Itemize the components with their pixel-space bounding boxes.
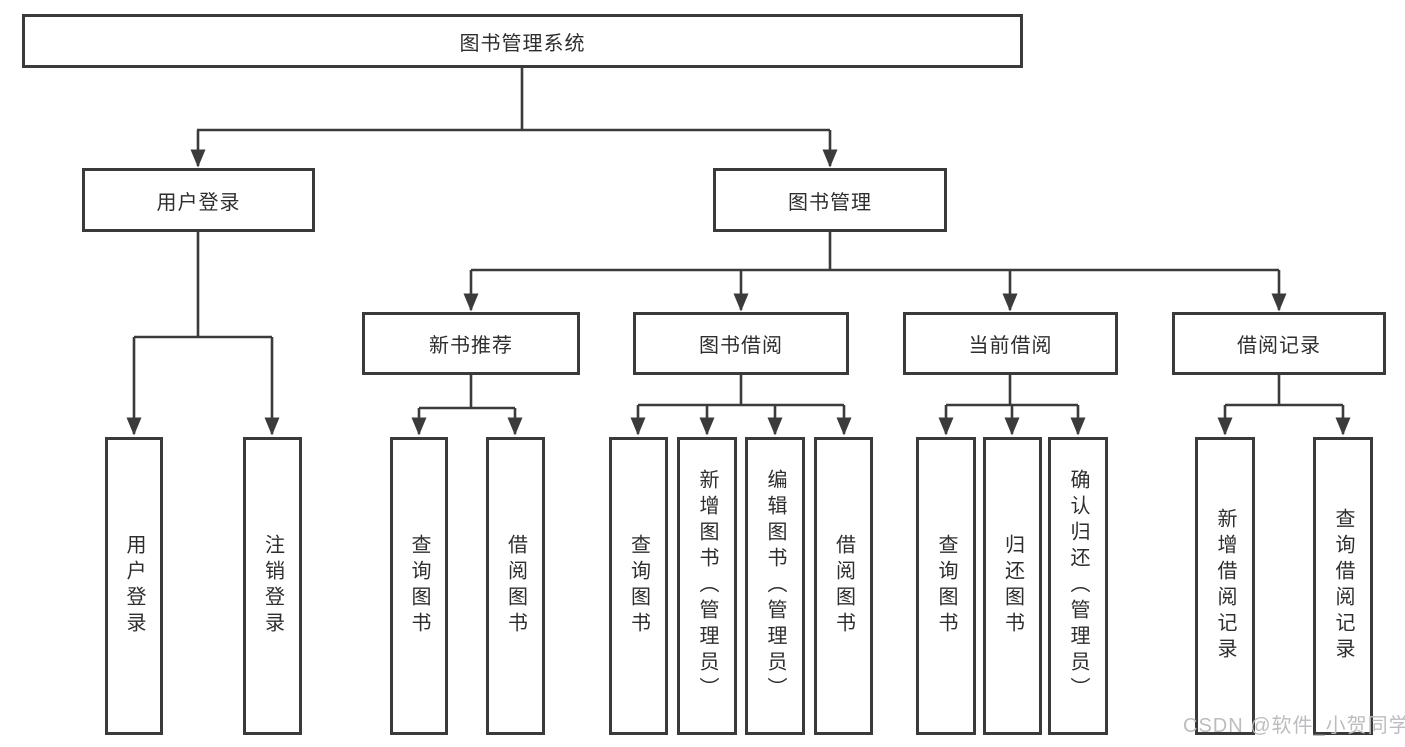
- leaf-query-books-current: 查询图书: [916, 437, 976, 735]
- leaf-add-books-admin: 新增图书（管理员）: [677, 437, 737, 735]
- leaf-query-borrow-record-label: 查询借阅记录: [1332, 508, 1354, 664]
- leaf-query-books-recommend-label: 查询图书: [408, 534, 430, 638]
- node-library-management-system: 图书管理系统: [22, 14, 1023, 68]
- node-borrowing-records: 借阅记录: [1172, 312, 1386, 375]
- leaf-query-borrow-record: 查询借阅记录: [1313, 437, 1373, 735]
- leaf-logout-label: 注销登录: [261, 534, 284, 638]
- leaf-query-books-borrowing: 查询图书: [609, 437, 668, 735]
- leaf-edit-books-admin: 编辑图书（管理员）: [745, 437, 805, 735]
- leaf-query-books-recommend: 查询图书: [390, 437, 448, 735]
- node-new-book-recommendation: 新书推荐: [362, 312, 580, 375]
- leaf-edit-books-admin-label: 编辑图书（管理员）: [764, 469, 786, 703]
- leaf-query-books-current-label: 查询图书: [935, 534, 957, 638]
- leaf-add-borrow-record-label: 新增借阅记录: [1214, 508, 1236, 664]
- leaf-borrow-books-recommend: 借阅图书: [486, 437, 545, 735]
- leaf-borrow-books-borrowing: 借阅图书: [814, 437, 873, 735]
- leaf-return-books-label: 归还图书: [1001, 534, 1024, 638]
- node-current-borrowing: 当前借阅: [903, 312, 1118, 375]
- leaf-add-books-admin-label: 新增图书（管理员）: [696, 469, 718, 703]
- leaf-borrow-books-borrowing-label: 借阅图书: [832, 534, 855, 638]
- leaf-logout: 注销登录: [243, 437, 302, 735]
- watermark: CSDN @软件_小贺同学: [1183, 715, 1405, 737]
- leaf-user-login-label: 用户登录: [123, 534, 145, 638]
- leaf-return-books: 归还图书: [983, 437, 1042, 735]
- node-user-login: 用户登录: [82, 168, 315, 232]
- leaf-user-login: 用户登录: [105, 437, 163, 735]
- leaf-confirm-return-admin-label: 确认归还（管理员）: [1067, 469, 1089, 703]
- leaf-add-borrow-record: 新增借阅记录: [1195, 437, 1255, 735]
- leaf-query-books-borrowing-label: 查询图书: [627, 534, 650, 638]
- node-book-management: 图书管理: [713, 168, 947, 232]
- leaf-confirm-return-admin: 确认归还（管理员）: [1048, 437, 1108, 735]
- leaf-borrow-books-recommend-label: 借阅图书: [504, 534, 527, 638]
- node-book-borrowing: 图书借阅: [633, 312, 849, 375]
